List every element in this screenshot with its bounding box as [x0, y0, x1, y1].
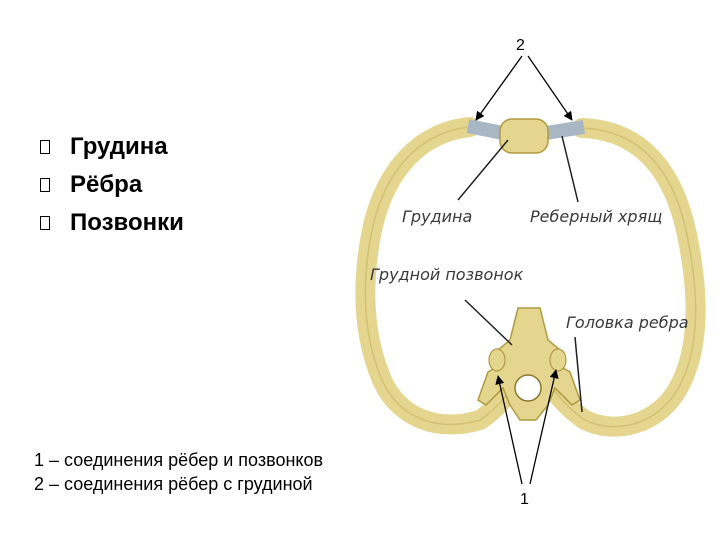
leader-lines — [457, 135, 583, 413]
leader-vertebra — [464, 299, 513, 346]
right-rib-outline — [551, 127, 697, 428]
left-rib-outline — [364, 126, 513, 426]
leader-rib-head — [574, 336, 583, 413]
bullet-list: Грудина Рёбра Позвонки — [40, 128, 184, 242]
leader-sternum — [457, 139, 509, 201]
marker-2: 2 — [516, 37, 525, 54]
rib-head-left — [488, 348, 506, 372]
arrow-2-left — [475, 55, 523, 121]
arrow-1-right — [529, 369, 559, 485]
rib-cage — [355, 117, 706, 437]
legend-line-2: 2 – соединения рёбер с грудиной — [34, 474, 313, 494]
bullet-box-icon — [40, 178, 50, 192]
bullet-item-vertebrae: Позвонки — [40, 204, 184, 242]
bullet-label: Позвонки — [70, 209, 184, 236]
right-rib — [542, 118, 706, 437]
label-thoracic-vertebra: Грудной позвонок — [370, 265, 524, 284]
bullet-label: Рёбра — [70, 171, 143, 198]
bullet-label: Грудина — [70, 133, 168, 160]
vertebra-shape — [477, 307, 581, 421]
leader-costal-cartilage — [561, 135, 579, 203]
bullet-item-sternum: Грудина — [40, 128, 184, 166]
right-costal-cartilage — [544, 120, 586, 140]
legend-line-1: 1 – соединения рёбер и позвонков — [34, 450, 324, 470]
label-sternum: Грудина — [402, 207, 472, 226]
arrow-1-left — [495, 375, 523, 485]
legend: 1 – соединения рёбер и позвонков 2 – сое… — [34, 448, 323, 496]
bullet-box-icon — [40, 216, 50, 230]
vertebral-foramen — [514, 374, 542, 402]
arrow-2-right — [527, 55, 573, 121]
sternum-shape — [499, 118, 549, 154]
label-rib-head: Головка ребра — [566, 313, 689, 332]
label-costal-cartilage: Реберный хрящ — [530, 207, 662, 226]
rib-head-right — [549, 348, 567, 372]
left-costal-cartilage — [466, 119, 505, 140]
bullet-box-icon — [40, 140, 50, 154]
left-rib — [355, 117, 522, 435]
marker-1: 1 — [520, 491, 529, 508]
bullet-item-ribs: Рёбра — [40, 166, 184, 204]
